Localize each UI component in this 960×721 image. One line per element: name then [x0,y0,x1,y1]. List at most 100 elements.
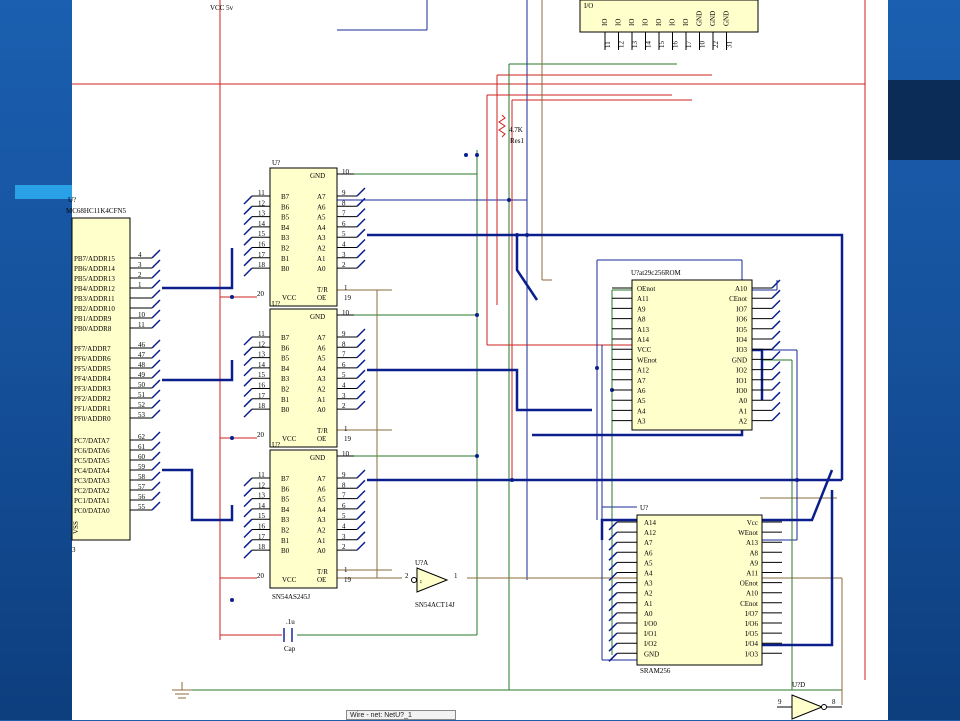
sram-right-pin: Vcc [747,519,758,527]
rom-ref: U?at29c256ROM [631,269,682,277]
mcu-pin-number: 52 [138,401,146,409]
buffer-a-pin: 8 [342,199,346,207]
buffer-oe-label: OE [317,435,326,443]
buffer-a-label: A0 [317,406,326,414]
buffer-gnd-pin: 10 [342,309,350,317]
io-pin-number: 31 [726,41,734,49]
sram-right-pin: I/O4 [745,640,758,648]
mcu-pin-number: 55 [138,503,146,511]
buffer-b-label: B5 [281,355,290,363]
buffer-oe-pin: 19 [344,435,352,443]
buffer-b-label: B6 [281,485,290,493]
buffer-b-label: B7 [281,334,290,342]
inverter-in-pin: 2 [405,572,409,580]
sram-left-pin: GND [644,650,659,658]
resistor[interactable]: 4.7K Res1 [498,114,525,145]
buffer-b-pin: 17 [258,251,266,259]
buffer-a-pin: 9 [342,471,346,479]
buffer-tr-label: T/R [317,568,328,576]
buffer-oe-pin: 19 [344,294,352,302]
buffer-b-pin: 16 [258,382,266,390]
buffer-tr-pin: 1 [344,284,348,292]
mcu-pin-number: 49 [138,371,146,379]
buffer-b-label: B4 [281,506,290,514]
io-pin-number: 14 [645,41,653,49]
buffer-a-label: A3 [317,234,326,242]
buffer-b-pin: 14 [258,361,266,369]
buffer-b-pin: 15 [258,512,266,520]
mcu-pin-label: PB1/ADDR9 [74,315,112,323]
buffer-a-pin: 4 [342,523,346,531]
io-pin-number: 22 [712,41,720,49]
mcu-pin-number: 56 [138,493,146,501]
mcu-vss: VSS [72,521,80,534]
buffer-chip-1[interactable]: U?SN54AS245JGND10VCC20T/ROE119B7A7119B6A… [243,159,366,319]
rom-left-pin: A7 [637,377,646,385]
mcu-pin-label: PF3/ADDR3 [74,385,111,393]
buffer-b-label: B6 [281,344,290,352]
sram-part: SRAM256 [640,667,671,675]
mcu-pin-label: PC2/DATA2 [74,487,110,495]
sram-left-pin: I/O2 [644,640,657,648]
inverter-gate[interactable]: ⨟ U?A SN54ACT14J 2 1 [405,559,458,609]
io-pin-label: IO [601,19,609,26]
rom-left-pin: A9 [637,305,646,313]
buffer-a-pin: 9 [342,330,346,338]
buffer-b-pin: 18 [258,543,266,551]
buffer-oe-label: OE [317,294,326,302]
io-pin-list: IO11IO12IO13IO14IO15IO16IO17GND10GND22GN… [601,11,734,50]
sram-right-pin: A9 [749,559,758,567]
buffer-b-pin: 15 [258,230,266,238]
mcu-pin-number: 58 [138,473,146,481]
buffer-a-label: A2 [317,245,326,253]
buffer-a-label: A5 [317,214,326,222]
mcu-pin-number: 61 [138,443,146,451]
buffer-b-pin: 11 [258,189,265,197]
mcu-pin-label: PB0/ADDR8 [74,325,112,333]
buffer-b-pin: 17 [258,533,266,541]
mcu-pin-label: PF0/ADDR0 [74,415,111,423]
buffer-a-pin: 4 [342,241,346,249]
rom-right-pin: IO6 [736,316,747,324]
mcu-pin-number: 60 [138,453,146,461]
buffer-b-label: B5 [281,214,290,222]
capacitor[interactable]: .1u Cap [283,618,296,653]
sram-right-pin: I/O6 [745,620,758,628]
buffer-vcc-label: VCC [282,294,297,302]
buffer-a-pin: 5 [342,230,346,238]
background-accent-bar [888,80,960,160]
io-connector[interactable]: I/O IO11IO12IO13IO14IO15IO16IO17GND10GND… [579,0,759,50]
background-accent-stripe [15,185,72,199]
buffer-a-label: A2 [317,386,326,394]
schematic-sheet[interactable]: VCC 5v 4.7K Res1 .1u Cap U? MC68HC11K4CF… [66,0,888,720]
mcu-pin-label: PC7/DATA7 [74,437,110,445]
rom-right-pin: A0 [738,397,747,405]
inverter2-ref: U?D [792,681,805,689]
sram-right-pin: A11 [746,570,758,578]
sram-right-pin: I/O5 [745,630,758,638]
buffer-a-pin: 5 [342,512,346,520]
rom-right-pin: IO2 [736,367,747,375]
inverter-gate-2[interactable]: U?D 9 8 [777,681,842,720]
sram-left-pin: A1 [644,600,653,608]
buffer-a-pin: 2 [342,543,346,551]
mcu-pin3: 3 [72,546,76,554]
buffer-vcc-label: VCC [282,576,297,584]
buffer-chip-2[interactable]: U?SN54AS245JGND10VCC20T/ROE119B7A7119B6A… [243,300,366,460]
rom-left-pin: OEnot [637,285,655,293]
rom-left-pin: A11 [637,295,649,303]
mcu-pin-label: PC0/DATA0 [74,507,110,515]
buffer-a-label: A5 [317,496,326,504]
mcu-pin-number: 51 [138,391,146,399]
sram-right-pin: A10 [746,590,759,598]
buffer-tr-label: T/R [317,286,328,294]
inverter-part: SN54ACT14J [415,601,455,609]
buffer-ref: U? [272,441,280,449]
io-pin-number: 17 [685,41,693,49]
buffer-ref: U? [272,159,280,167]
buffer-b-pin: 12 [258,481,266,489]
